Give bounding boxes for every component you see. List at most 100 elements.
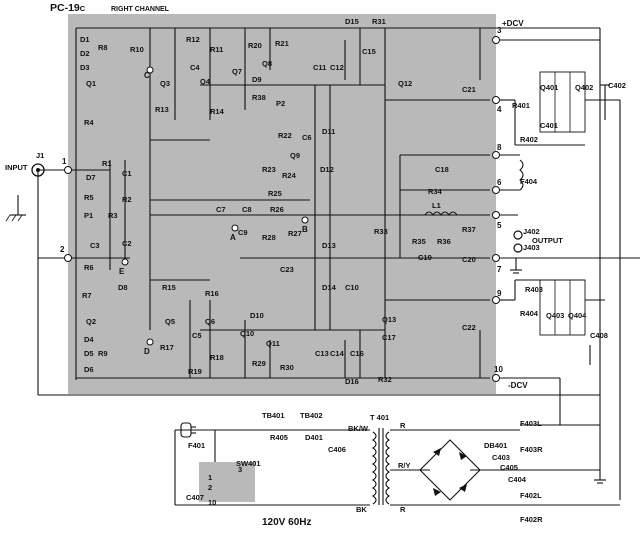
component-label-p2: P2 [276, 99, 285, 108]
component-label-c406: C406 [328, 445, 346, 454]
transformer-t401 [372, 428, 390, 505]
component-label-q402: Q402 [575, 83, 593, 92]
component-label-r5: R5 [84, 193, 94, 202]
component-label-r404: R404 [520, 309, 539, 318]
rail-negative-label: -DCV [508, 381, 528, 390]
component-label-c7: C7 [216, 205, 226, 214]
switch-pin-3: 3 [238, 465, 242, 474]
title-channel: RIGHT CHANNEL [111, 6, 170, 13]
component-label-d7: D7 [86, 173, 96, 182]
component-label-c5: C5 [192, 331, 202, 340]
terminal-number-9: 9 [497, 289, 502, 298]
component-label-r8: R8 [98, 43, 108, 52]
component-label-c403: C403 [492, 453, 510, 462]
inductor-l1 [424, 211, 458, 216]
power-plug [180, 422, 196, 438]
component-label-r24: R24 [282, 171, 297, 180]
component-label-p1: P1 [84, 211, 93, 220]
component-label-r11: R11 [210, 45, 223, 54]
component-label-c2: C2 [122, 239, 132, 248]
component-label-r30: R30 [280, 363, 294, 372]
transformer-ref: T 401 [370, 413, 389, 422]
component-label-d12: D12 [320, 165, 334, 174]
component-label-q6: Q6 [205, 317, 215, 326]
component-label-r34: R34 [428, 187, 443, 196]
ground-symbol-output [510, 258, 522, 274]
ground-symbol-input [5, 195, 26, 222]
test-point-b: B [302, 225, 308, 234]
terminal-number-3: 3 [497, 26, 502, 35]
component-label-d4: D4 [84, 335, 94, 344]
switch-pin-10: 10 [208, 498, 216, 507]
component-label-d9: D9 [252, 75, 262, 84]
component-label-c19: C19 [418, 253, 432, 262]
component-label-r402: R402 [520, 135, 538, 144]
component-label-c22: C22 [462, 323, 476, 332]
terminal-number-4: 4 [497, 105, 502, 114]
component-label-q1: Q1 [86, 79, 96, 88]
test-point-d: D [144, 347, 150, 356]
component-label-q4: Q4 [200, 77, 211, 86]
component-label-r26: R26 [270, 205, 284, 214]
component-label-c16: C16 [350, 349, 364, 358]
component-label-r27: R27 [288, 229, 302, 238]
component-label-c407: C407 [186, 493, 204, 502]
component-label-c15: C15 [362, 47, 376, 56]
transformer-bk: BK [356, 505, 367, 514]
component-label-c8: C8 [242, 205, 252, 214]
transformer-bkw: BK/W [348, 424, 369, 433]
terminal-2-label: 2 [60, 245, 65, 254]
component-label-r35: R35 [412, 237, 426, 246]
component-label-db401: DB401 [484, 441, 507, 450]
component-label-f402l: F402L [520, 491, 542, 500]
output-jack-a-label: J402 [523, 227, 540, 236]
component-label-r22: R22 [278, 131, 292, 140]
input-jack-j1[interactable] [31, 163, 45, 177]
component-label-c1: C1 [122, 169, 132, 178]
component-label-c6: C6 [302, 133, 312, 142]
output-jack-j402[interactable] [513, 230, 523, 240]
component-label-tb402: TB402 [300, 411, 323, 420]
terminal-number-8: 8 [497, 143, 502, 152]
component-label-q13: Q13 [382, 315, 396, 324]
component-label-r32: R32 [378, 375, 392, 384]
component-label-d1: D1 [80, 35, 90, 44]
component-label-q11: Q11 [266, 339, 280, 348]
component-label-d5: D5 [84, 349, 94, 358]
terminal-number-6: 6 [497, 178, 502, 187]
output-jack-j403[interactable] [513, 243, 523, 253]
transformer-ry: R/Y [398, 461, 411, 470]
component-label-c20: C20 [462, 255, 476, 264]
component-label-q10: Q10 [240, 329, 254, 338]
component-label-r17: R17 [160, 343, 174, 352]
component-label-q403: Q403 [546, 311, 564, 320]
rail-positive-label: +DCV [502, 19, 524, 28]
component-label-c405: C405 [500, 463, 518, 472]
component-label-d8: D8 [118, 283, 128, 292]
component-label-r36: R36 [437, 237, 451, 246]
test-point-e: E [119, 267, 125, 276]
component-label-r38: R38 [252, 93, 266, 102]
switch-board-area [199, 462, 255, 502]
terminal-number-10: 10 [494, 365, 503, 374]
component-label-c13: C13 [315, 349, 329, 358]
component-label-q404: Q404 [568, 311, 587, 320]
component-label-d13: D13 [322, 241, 336, 250]
component-label-q8: Q8 [262, 59, 272, 68]
component-label-d401: D401 [305, 433, 323, 442]
component-label-r25: R25 [268, 189, 282, 198]
switch-pin-2: 2 [208, 483, 212, 492]
component-label-r20: R20 [248, 41, 262, 50]
ground-symbol-ps [594, 470, 606, 484]
component-label-f402r: F402R [520, 515, 543, 524]
component-label-c11: C11 [313, 63, 326, 72]
terminal-number-7: 7 [497, 265, 502, 274]
component-label-d10: D10 [250, 311, 264, 320]
component-label-r37: R37 [462, 225, 476, 234]
component-label-q5: Q5 [165, 317, 175, 326]
component-label-d14: D14 [322, 283, 337, 292]
component-label-d15: D15 [345, 17, 359, 26]
